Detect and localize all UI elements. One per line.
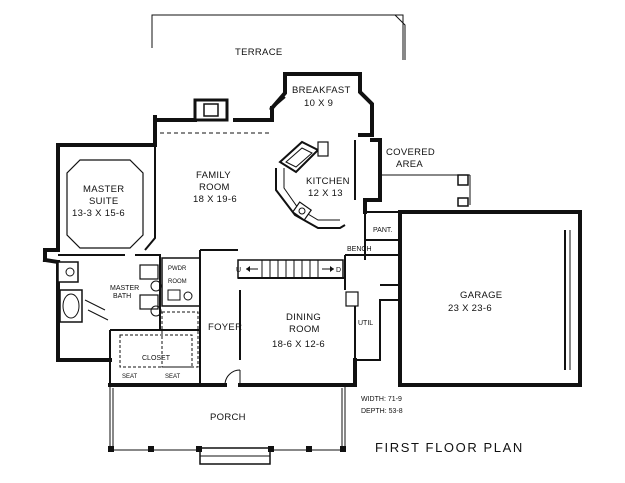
foyer-label: FOYER — [208, 322, 242, 333]
powder-room-label-1: PWDR — [168, 266, 187, 272]
covered-area-label-1: COVERED — [386, 147, 435, 158]
powder-room-label-2: ROOM — [168, 279, 187, 285]
garage-label: GARAGE — [460, 290, 502, 301]
master-bath-label-1: MASTER — [110, 285, 139, 292]
depth-dimension: DEPTH: 53-8 — [361, 408, 403, 415]
kitchen-counters — [275, 140, 356, 229]
utility-label: UTIL — [358, 320, 373, 327]
utility-sink — [345, 291, 359, 307]
breakfast-size: 10 X 9 — [304, 98, 333, 109]
master-bath-fixtures — [57, 261, 162, 323]
master-suite-label-2: SUITE — [89, 196, 118, 207]
terrace-outline — [151, 14, 406, 60]
closet-label: CLOSET — [142, 355, 171, 362]
stairs-d: D — [336, 267, 341, 274]
master-suite-label-1: MASTER — [83, 184, 124, 195]
master-suite-size: 13-3 X 15-6 — [72, 208, 125, 219]
column — [457, 174, 469, 186]
family-room-label-1: FAMILY — [196, 170, 231, 181]
stairs-u: U — [236, 267, 241, 274]
breakfast-label: BREAKFAST — [292, 85, 351, 96]
closet-outline — [119, 311, 199, 368]
breakfast-bay — [269, 72, 374, 122]
front-door — [224, 369, 241, 386]
dining-room-label-1: DINING — [286, 312, 321, 323]
bench-label: BENCH — [347, 246, 372, 253]
covered-area-label-2: AREA — [396, 159, 423, 170]
exterior-walls — [42, 98, 582, 387]
width-dimension: WIDTH: 71-9 — [361, 396, 402, 403]
porch — [108, 385, 346, 465]
seat-right-label: SEAT — [165, 374, 181, 380]
master-suite-tray-ceiling — [66, 159, 144, 249]
kitchen-label: KITCHEN — [306, 176, 350, 187]
stairs — [237, 259, 345, 279]
family-room-size: 18 X 19-6 — [193, 194, 237, 205]
garage-size: 23 X 23-6 — [448, 303, 492, 314]
dining-room-size: 18-6 X 12-6 — [272, 339, 325, 350]
plan-title: FIRST FLOOR PLAN — [375, 440, 524, 455]
terrace-label: TERRACE — [235, 47, 283, 58]
kitchen-size: 12 X 13 — [308, 188, 343, 199]
family-room-label-2: ROOM — [199, 182, 230, 193]
porch-label: PORCH — [210, 412, 246, 423]
dining-room-label-2: ROOM — [289, 324, 320, 335]
pantry-label: PANT. — [373, 227, 392, 234]
seat-left-label: SEAT — [122, 374, 138, 380]
master-bath-label-2: BATH — [113, 293, 131, 300]
